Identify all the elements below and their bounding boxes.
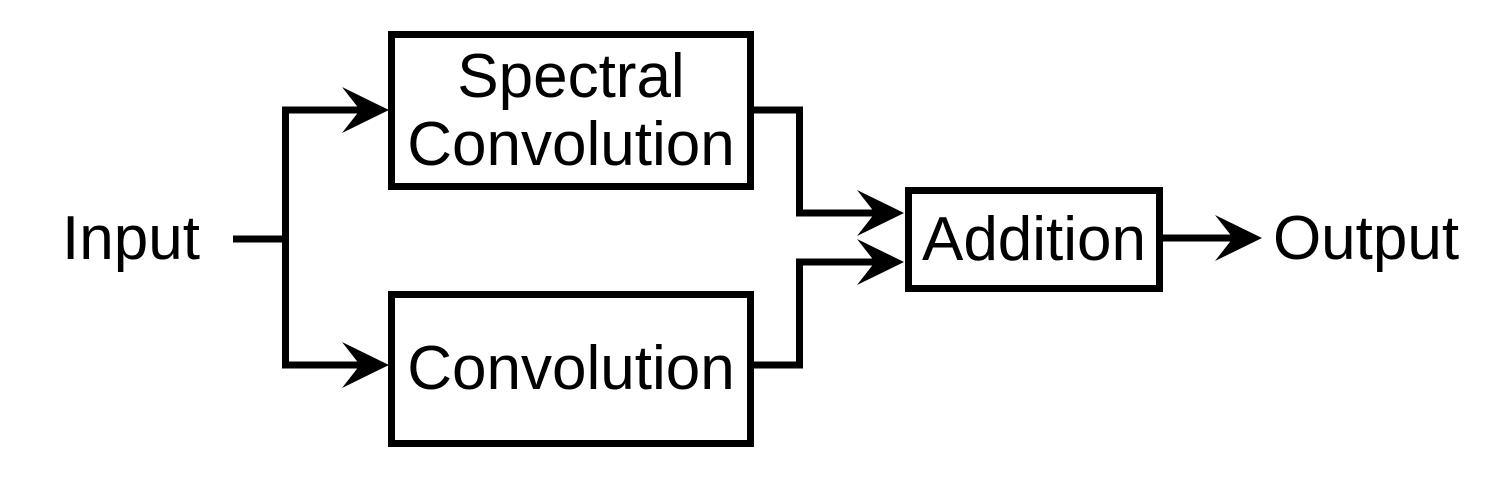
node-spectral-convolution: Spectral Convolution [388,31,754,190]
node-label-line2: Convolution [407,109,735,179]
arrowhead-icon [857,190,904,236]
edge-convolution-to-addition-line [750,258,877,369]
node-label: Convolution [407,334,735,403]
arrowhead-icon [1215,215,1262,261]
arrowhead-icon [342,87,389,133]
output-label-text: Output [1272,204,1460,273]
node-label: Spectral Convolution [407,41,735,179]
node-label: Addition [921,204,1147,274]
output-label: Output [1256,201,1476,277]
node-addition: Addition [905,187,1163,292]
arrowhead-icon [342,342,389,388]
edge-spectral-to-addition-line [750,106,877,217]
input-label-text: Input [62,204,200,273]
input-label: Input [21,201,241,277]
node-label-line1: Spectral [457,41,685,111]
arrowhead-icon [857,239,904,285]
node-convolution: Convolution [388,291,754,447]
